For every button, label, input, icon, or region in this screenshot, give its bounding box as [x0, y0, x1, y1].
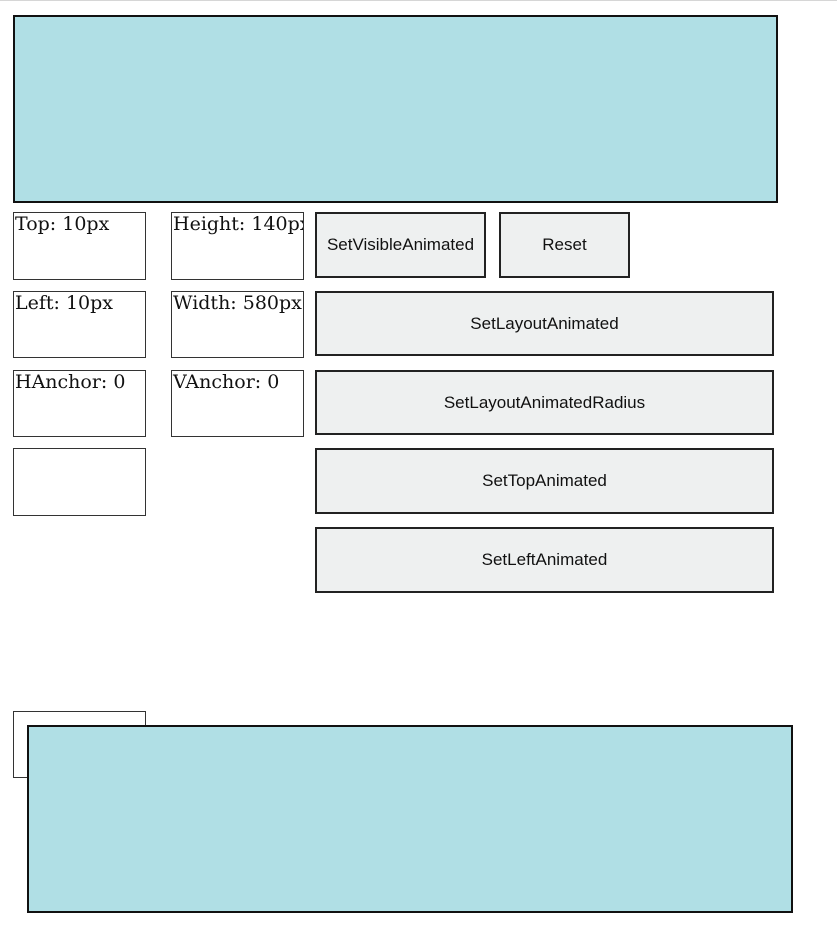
animated-panel-bottom — [27, 725, 793, 913]
empty-readout — [13, 448, 146, 516]
set-layout-animated-radius-button[interactable]: SetLayoutAnimatedRadius — [315, 370, 774, 435]
width-readout: Width: 580px — [171, 291, 304, 358]
hanchor-readout: HAnchor: 0 — [13, 370, 146, 437]
top-readout: Top: 10px — [13, 212, 146, 280]
set-top-animated-button[interactable]: SetTopAnimated — [315, 448, 774, 514]
vanchor-readout: VAnchor: 0 — [171, 370, 304, 437]
set-left-animated-button[interactable]: SetLeftAnimated — [315, 527, 774, 593]
left-readout: Left: 10px — [13, 291, 146, 358]
set-visible-animated-button[interactable]: SetVisibleAnimated — [315, 212, 486, 278]
reset-button[interactable]: Reset — [499, 212, 630, 278]
height-readout: Height: 140px — [171, 212, 304, 280]
set-layout-animated-button[interactable]: SetLayoutAnimated — [315, 291, 774, 356]
animated-panel-top — [13, 15, 778, 203]
